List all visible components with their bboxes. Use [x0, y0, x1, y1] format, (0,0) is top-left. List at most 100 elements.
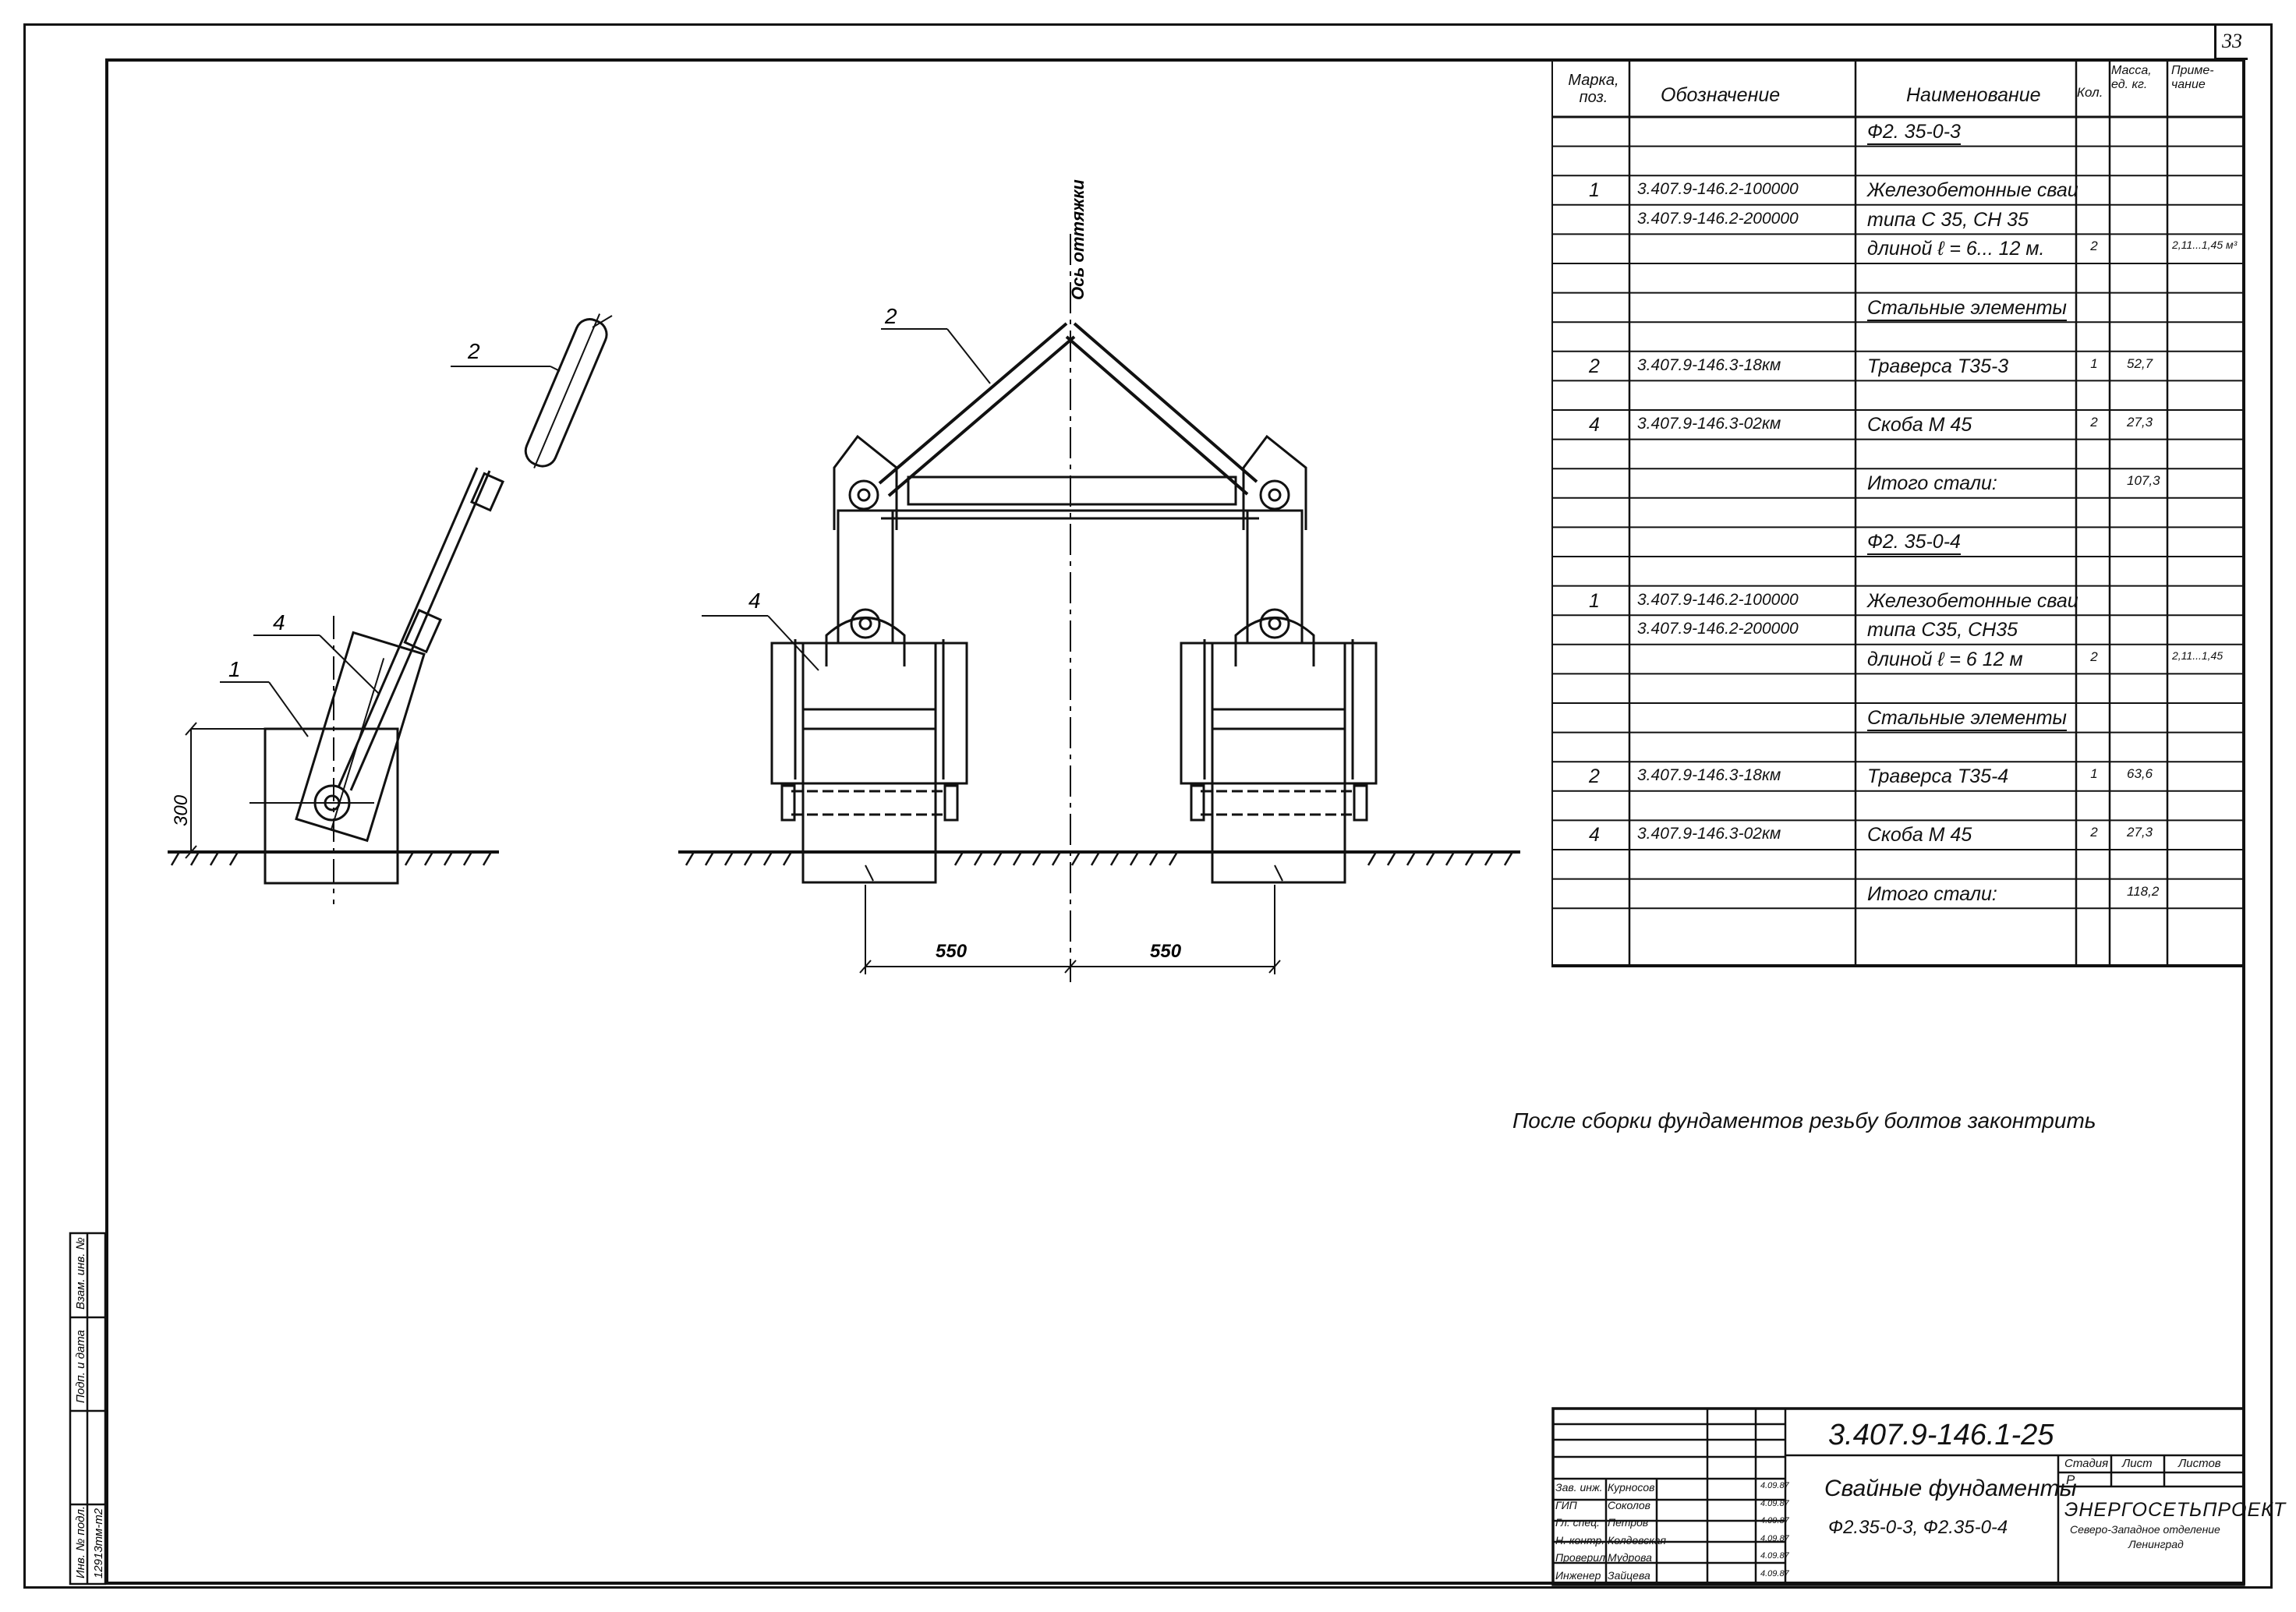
spec-cell-name: Стальные элементы	[1867, 298, 2067, 321]
signature-name: Курносов	[1608, 1481, 1655, 1494]
spec-cell-mark: 1	[1589, 589, 1600, 612]
signature-name: Зайцева	[1608, 1568, 1650, 1582]
spec-cell-qty: 2	[2090, 825, 2098, 840]
signature-date: 4.09.87	[1760, 1568, 1789, 1578]
spec-cell-designation: 3.407.9-146.2-200000	[1637, 209, 1799, 228]
assembly-note: После сборки фундаментов резьбу болтов з…	[1512, 1108, 2096, 1133]
spec-cell-qty: 1	[2090, 355, 2098, 371]
title-line-1: Свайные фундаменты	[1824, 1476, 2077, 1501]
spec-cell-designation: 3.407.9-146.3-18км	[1637, 766, 1781, 785]
side-label-2: 2	[467, 339, 480, 363]
stamp-inv-number: 12913тм-т2	[92, 1508, 105, 1578]
header-mass: Масса, ед. кг.	[2111, 64, 2152, 91]
spec-cell-name: Железобетонные сваи	[1867, 589, 2078, 612]
spec-cell-mass: 27,3	[2127, 825, 2153, 840]
spec-cell-name: Ф2. 35-0-4	[1867, 532, 1961, 556]
spec-cell-name: Траверса Т35-4	[1867, 765, 2009, 788]
dimension-300: 300	[171, 794, 192, 826]
signature-role: Проверил	[1555, 1551, 1605, 1564]
spec-cell-designation: 3.407.9-146.2-100000	[1637, 180, 1799, 199]
spec-cell-mass: 52,7	[2127, 355, 2153, 371]
signature-date: 4.09.87	[1760, 1481, 1789, 1490]
signature-role: Н. контр.	[1555, 1533, 1605, 1547]
organization-sub-1: Северо-Западное отделение	[2070, 1523, 2220, 1536]
spec-cell-qty: 2	[2090, 415, 2098, 430]
spec-cell-name: Траверса Т35-3	[1867, 355, 2009, 377]
spec-cell-name: длиной ℓ = 6 12 м	[1867, 648, 2023, 670]
signature-role: Инженер	[1555, 1568, 1601, 1582]
title-line-2: Ф2.35-0-3, Ф2.35-0-4	[1828, 1517, 2008, 1538]
side-view	[168, 313, 613, 904]
side-label-1: 1	[228, 657, 241, 681]
header-mark: Марка, поз.	[1568, 72, 1619, 106]
left-margin-stamp: Взам. инв. № Подп. и дата Инв. № подл. 1…	[69, 1232, 107, 1585]
spec-cell-mark: 4	[1589, 824, 1600, 847]
signature-date: 4.09.87	[1760, 1498, 1789, 1508]
spec-cell-name: типа С35, СН35	[1867, 619, 2018, 642]
stamp-sign-date: Подп. и дата	[74, 1330, 87, 1403]
header-designation: Обозначение	[1661, 84, 1781, 106]
spec-cell-designation: 3.407.9-146.3-02км	[1637, 825, 1781, 843]
spec-cell-designation: 3.407.9-146.2-200000	[1637, 620, 1799, 638]
signature-role: ГИП	[1555, 1498, 1577, 1511]
title-block-grid	[1551, 1407, 2245, 1586]
sheets-header: Листов	[2178, 1457, 2221, 1470]
sheet-outer-frame	[23, 23, 2273, 1589]
signature-name: Соколов	[1608, 1498, 1650, 1511]
dimension-550-left: 550	[936, 941, 968, 962]
side-label-4: 4	[273, 610, 285, 635]
spec-cell-note: 2,11...1,45	[2172, 649, 2223, 662]
spec-cell-mark: 2	[1589, 355, 1600, 377]
header-name: Наименование	[1906, 84, 2041, 106]
spec-cell-mass: 107,3	[2127, 473, 2160, 489]
spec-cell-name: Итого стали:	[1867, 882, 1997, 905]
signature-date: 4.09.87	[1760, 1516, 1789, 1525]
spec-cell-name: типа С 35, СН 35	[1867, 208, 2029, 231]
stamp-repl-inv: Взам. инв. №	[74, 1237, 87, 1310]
organization-sub-2: Ленинград	[2128, 1538, 2184, 1550]
signature-date: 4.09.87	[1760, 1551, 1789, 1561]
signature-date: 4.09.87	[1760, 1533, 1789, 1543]
stage-header: Стадия	[2064, 1457, 2109, 1470]
spec-cell-name: длиной ℓ = 6... 12 м.	[1867, 238, 2045, 260]
spec-cell-designation: 3.407.9-146.3-18км	[1637, 355, 1781, 374]
spec-cell-name: Железобетонные сваи	[1867, 179, 2078, 202]
signature-name: Петров	[1608, 1516, 1649, 1529]
sheet-number: 33	[2214, 25, 2248, 60]
organization-name: ЭНЕРГОСЕТЬПРОЕКТ	[2064, 1499, 2287, 1521]
spec-cell-name: Стальные элементы	[1867, 709, 2067, 731]
stamp-inv-orig: Инв. № подл.	[74, 1506, 87, 1578]
stage-value: Р	[2066, 1472, 2075, 1487]
front-label-2: 2	[884, 304, 897, 328]
spec-cell-designation: 3.407.9-146.3-02км	[1637, 415, 1781, 433]
header-note: Приме- чание	[2171, 64, 2214, 91]
front-view	[678, 234, 1520, 982]
axis-label: Ось оттяжки	[1068, 179, 1088, 300]
dimension-550-right: 550	[1150, 941, 1182, 962]
spec-cell-mass: 27,3	[2127, 415, 2153, 430]
spec-cell-mark: 1	[1589, 179, 1600, 202]
spec-cell-name: Скоба М 45	[1867, 824, 1972, 847]
spec-cell-name: Скоба М 45	[1867, 414, 1972, 436]
signature-role: Зав. инж.	[1555, 1481, 1603, 1494]
header-qty: Кол.	[2077, 85, 2103, 100]
spec-cell-mark: 4	[1589, 414, 1600, 436]
front-label-4: 4	[748, 589, 761, 613]
document-code: 3.407.9-146.1-25	[1828, 1419, 2054, 1451]
spec-cell-qty: 2	[2090, 239, 2098, 254]
spec-cell-mark: 2	[1589, 765, 1600, 788]
spec-cell-designation: 3.407.9-146.2-100000	[1637, 590, 1799, 609]
spec-cell-qty: 1	[2090, 766, 2098, 782]
specification-table-grid	[1551, 58, 2245, 967]
spec-cell-name: Ф2. 35-0-3	[1867, 122, 1961, 145]
spec-cell-mass: 118,2	[2127, 883, 2160, 899]
spec-cell-qty: 2	[2090, 649, 2098, 664]
sheet-header: Лист	[2122, 1457, 2153, 1470]
spec-cell-mass: 63,6	[2127, 766, 2153, 782]
spec-cell-name: Итого стали:	[1867, 472, 1997, 495]
signature-name: Колдевская	[1608, 1533, 1667, 1547]
signature-name: Мудрова	[1608, 1551, 1652, 1564]
signature-role: Гл. спец.	[1555, 1516, 1601, 1529]
spec-cell-note: 2,11...1,45 м³	[2172, 239, 2238, 252]
